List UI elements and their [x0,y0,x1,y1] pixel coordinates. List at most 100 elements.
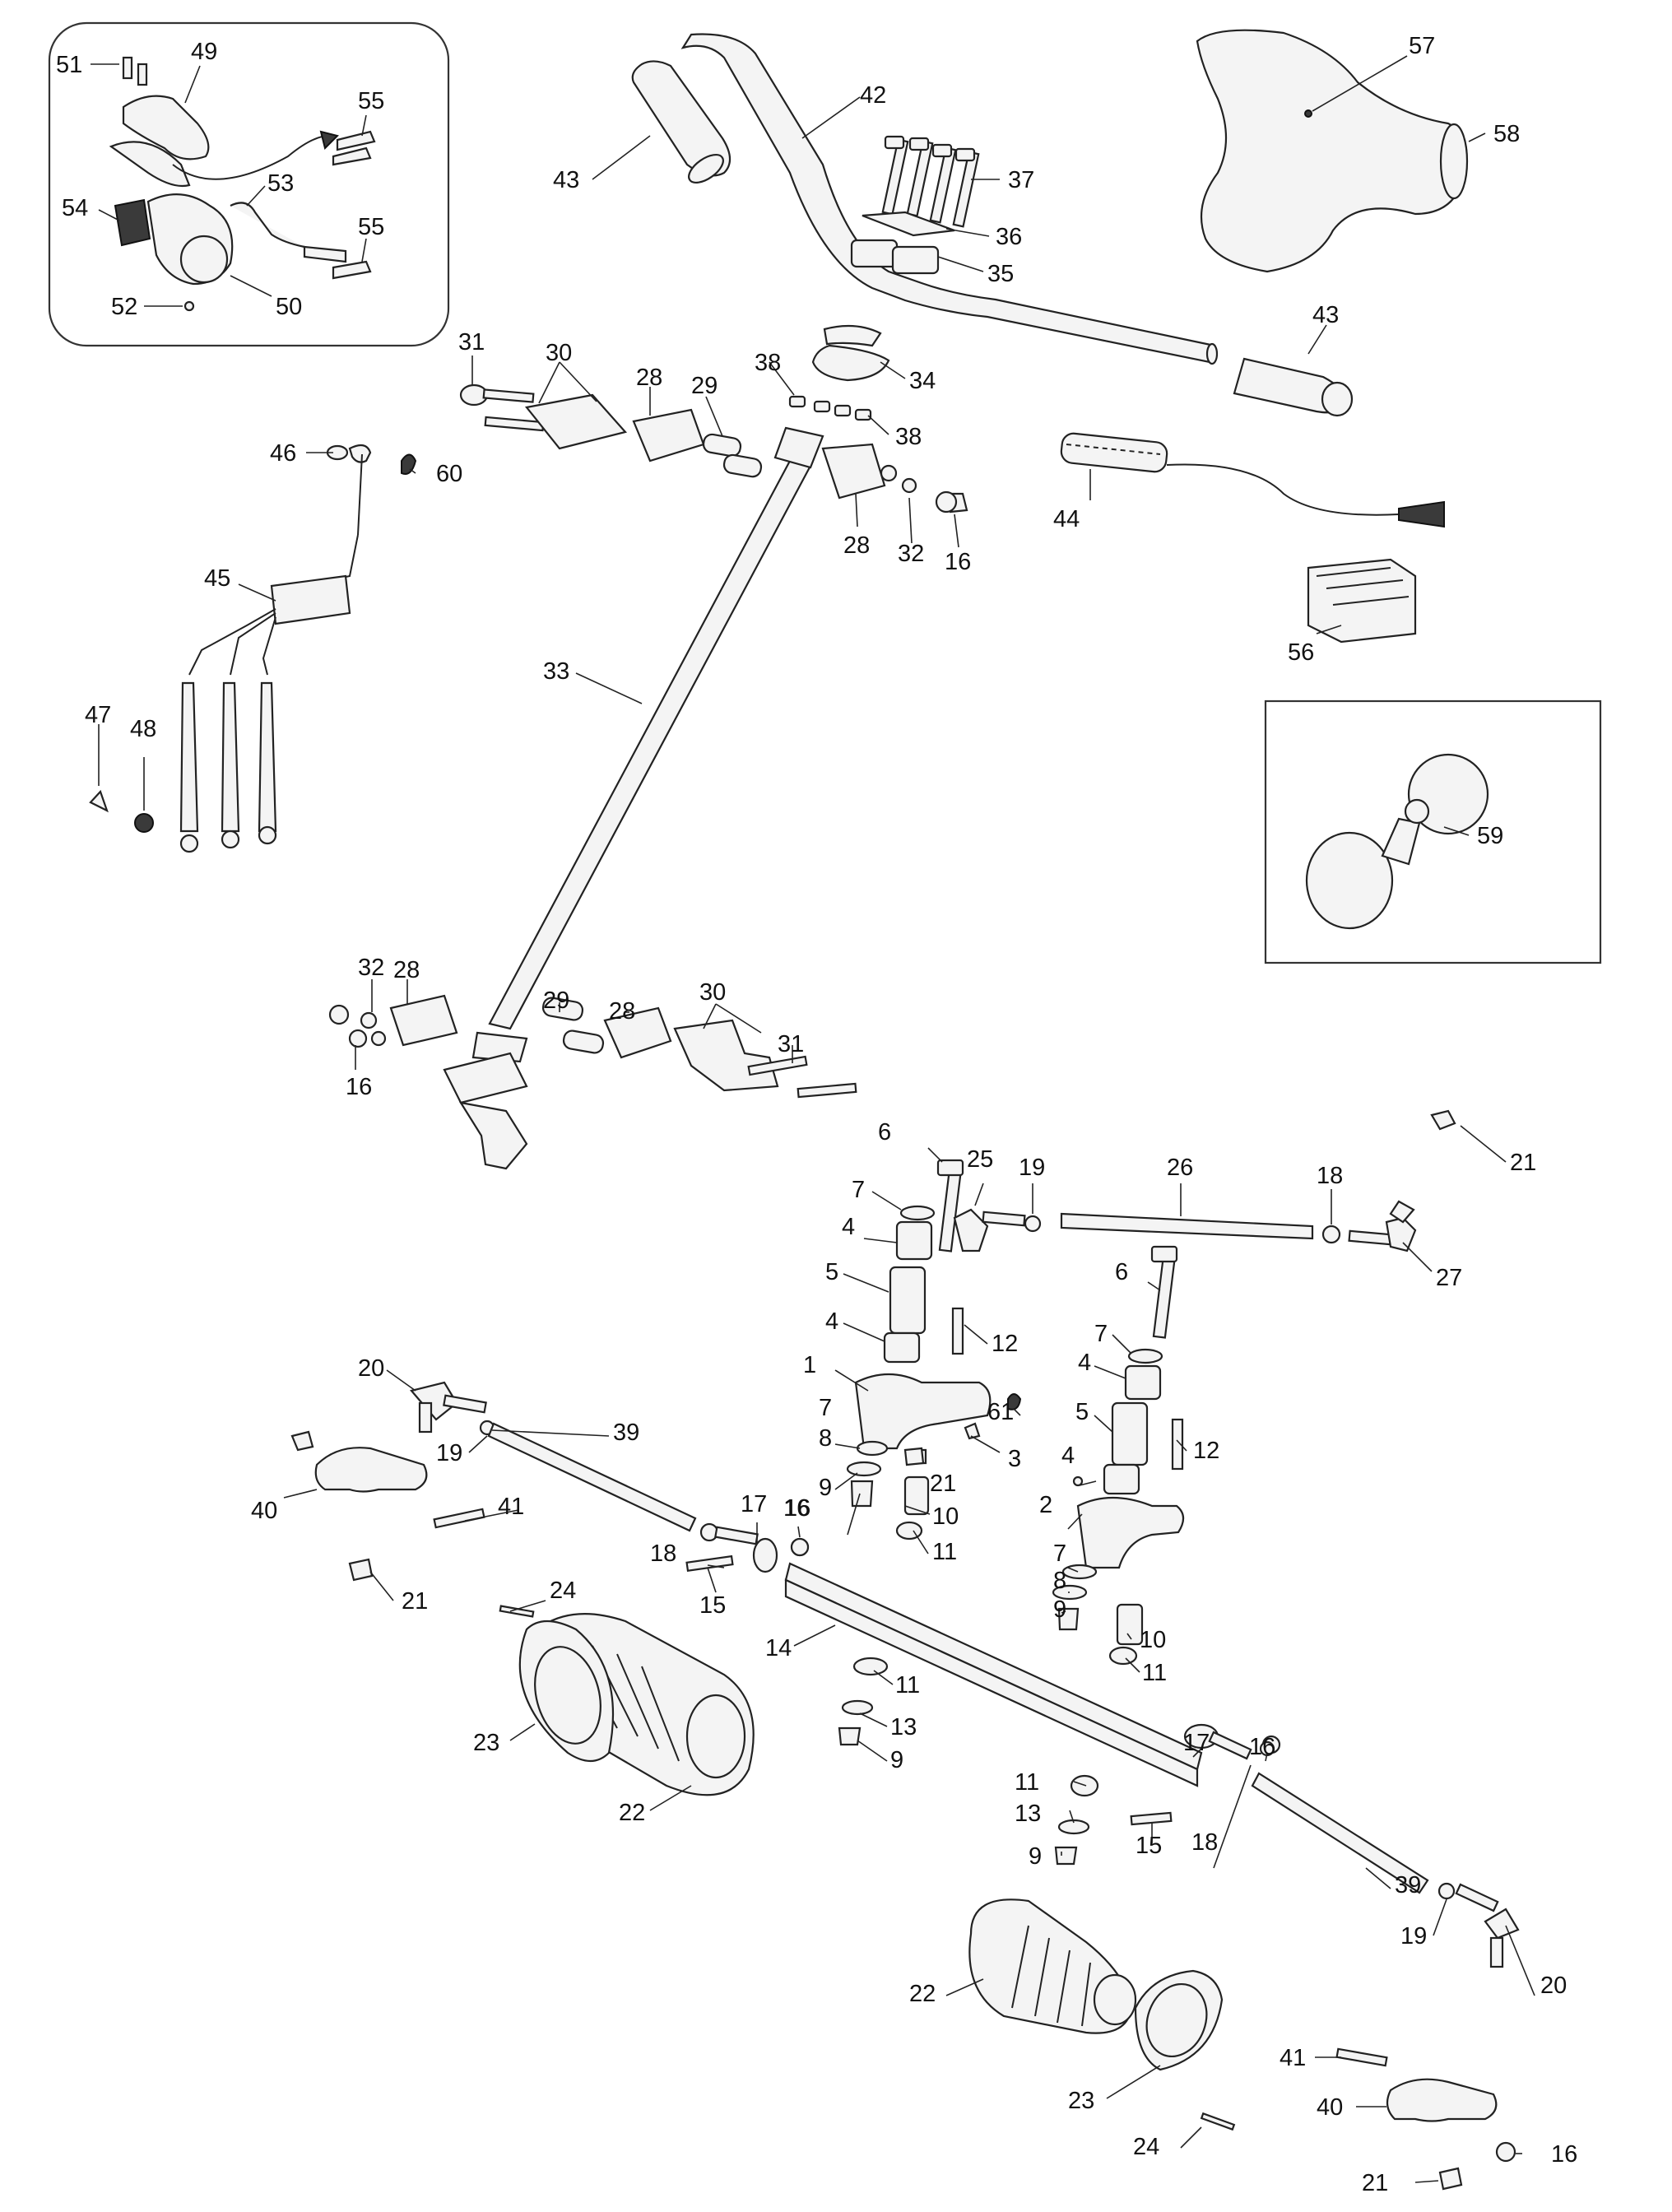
callout-21: 21 [930,1471,956,1497]
callout-29: 29 [543,988,569,1014]
connector-block [1307,558,1417,644]
callout-16: 16 [783,1495,810,1522]
callout-29: 29 [691,373,718,399]
seat-cushion [1196,29,1469,273]
callout-9: 9 [890,1747,903,1773]
callout-39: 39 [613,1420,639,1446]
pivot-bracket-right [1335,2047,1498,2122]
callout-10: 10 [932,1503,959,1530]
callout-43: 43 [553,167,579,193]
callout-27: 27 [1436,1265,1462,1291]
callout-19: 19 [1019,1155,1045,1181]
steering-column [443,324,890,1170]
callout-9: 9 [819,1475,832,1501]
callout-40: 40 [251,1498,277,1524]
callout-56: 56 [1288,639,1314,666]
callout-22: 22 [619,1800,645,1826]
callout-47: 47 [85,702,111,728]
grip-left [631,60,732,184]
callout-16: 16 [346,1074,372,1100]
callout-23: 23 [1068,2088,1094,2114]
callout-3: 3 [1008,1446,1021,1472]
tie-rod-left [410,1381,810,1573]
callout-16: 16 [1551,2141,1577,2168]
ignition-parts [109,56,376,312]
callout-12: 12 [1193,1438,1219,1464]
grip-right [1233,357,1354,417]
callout-4: 4 [1061,1443,1075,1469]
callout-49: 49 [191,39,217,65]
callout-15: 15 [1136,1833,1162,1859]
handlebar [680,33,1219,365]
callout-18: 18 [1317,1163,1343,1189]
callout-34: 34 [909,368,936,394]
callout-46: 46 [270,440,296,467]
callout-13: 13 [1015,1801,1041,1827]
callout-50: 50 [276,294,302,320]
callout-61: 61 [987,1399,1014,1425]
callout-4: 4 [842,1214,855,1240]
callout-38: 38 [895,424,922,450]
callout-26: 26 [1167,1155,1193,1181]
callout-28: 28 [393,957,420,983]
ring-right [1134,1969,1224,2071]
callout-11: 11 [895,1672,920,1698]
throttle-switch [1060,432,1445,528]
callout-8: 8 [819,1425,832,1452]
callout-39: 39 [1395,1872,1421,1898]
callout-5: 5 [825,1259,838,1285]
callout-18: 18 [1191,1829,1218,1856]
callout-45: 45 [204,565,230,592]
callout-28: 28 [843,532,870,559]
callout-15: 15 [699,1592,726,1619]
callout-21: 21 [402,1588,428,1615]
callout-21: 21 [1362,2170,1388,2196]
callout-37: 37 [1008,167,1034,193]
callout-41: 41 [1280,2045,1306,2071]
callout-41: 41 [498,1494,524,1520]
pins [788,395,872,421]
callout-4: 4 [1078,1350,1091,1376]
callout-48: 48 [130,716,156,742]
callout-1: 1 [803,1352,816,1378]
callout-30: 30 [699,979,726,1006]
callout-36: 36 [996,224,1022,250]
callout-11: 11 [1142,1660,1167,1686]
callout-12: 12 [992,1331,1018,1357]
callout-11: 11 [1015,1769,1039,1796]
callout-25: 25 [967,1146,993,1173]
callout-7: 7 [1053,1540,1066,1567]
callout-24: 24 [1133,2134,1159,2160]
callout-5: 5 [1075,1399,1089,1425]
callout-17: 17 [741,1491,767,1517]
upper-linkage [459,383,968,514]
callout-31: 31 [458,329,485,356]
callout-19: 19 [436,1440,462,1466]
callout-43: 43 [1312,302,1339,328]
inset-ignition-key [48,21,450,347]
callout-7: 7 [1094,1321,1108,1347]
callout-24: 24 [550,1578,576,1604]
callout-30: 30 [546,340,572,366]
callout-9: 9 [1053,1596,1066,1623]
callout-32: 32 [358,955,384,981]
callout-16: 16 [945,549,971,575]
callout-4: 4 [825,1308,838,1335]
callout-53: 53 [267,170,294,197]
callout-32: 32 [898,541,924,567]
callout-28: 28 [636,365,662,391]
clamp-bolts [881,135,980,228]
boot-right [968,1898,1137,2034]
lower-linkage [328,994,857,1099]
callout-22: 22 [909,1981,936,2007]
callout-60: 60 [436,461,462,487]
nuts [290,1109,1516,2191]
callout-42: 42 [860,82,886,109]
callout-2: 2 [1039,1492,1052,1518]
callout-6: 6 [1115,1259,1128,1285]
callout-labels: 51 49 55 54 53 55 52 50 43 42 37 36 35 5… [56,33,1577,2196]
callout-31: 31 [778,1031,804,1057]
callout-54: 54 [62,195,88,221]
callout-17: 17 [1183,1730,1210,1756]
leader-lines [91,55,1535,2183]
